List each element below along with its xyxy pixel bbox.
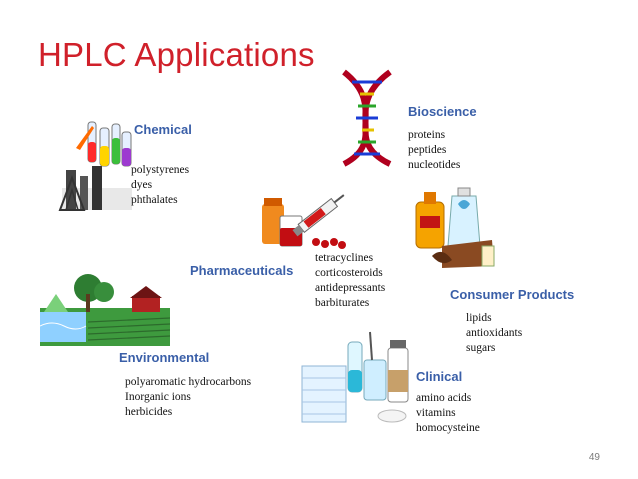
- list-item: homocysteine: [416, 422, 480, 434]
- lab-vials-icon: [301, 331, 409, 423]
- environmental-list: polyaromatic hydrocarbons Inorganic ions…: [125, 375, 251, 420]
- list-item: polyaromatic hydrocarbons: [125, 376, 252, 388]
- bioscience-label: Bioscience: [408, 104, 477, 119]
- clinical-label: Clinical: [416, 369, 463, 384]
- bioscience-list: proteins peptides nucleotides: [408, 128, 460, 173]
- list-item: phthalates: [131, 194, 178, 206]
- list-item: vitamins: [416, 407, 456, 419]
- list-item: lipids: [466, 312, 492, 324]
- dna-helix-icon: [342, 69, 392, 167]
- clinical-list: amino acids vitamins homocysteine: [416, 391, 480, 436]
- list-item: tetracyclines: [315, 252, 374, 264]
- list-item: herbicides: [125, 406, 173, 418]
- list-item: amino acids: [416, 392, 472, 404]
- consumer-bottles-icon: [415, 187, 495, 268]
- list-item: Inorganic ions: [125, 391, 191, 403]
- farm-landscape-icon: [40, 272, 170, 346]
- list-item: antidepressants: [315, 282, 386, 294]
- consumer-products-list: lipids antioxidants sugars: [466, 311, 522, 356]
- chemical-label: Chemical: [134, 122, 192, 137]
- page-number: 49: [588, 452, 600, 463]
- slide-title: HPLC Applications: [38, 36, 315, 73]
- environmental-label: Environmental: [119, 350, 210, 365]
- list-item: peptides: [408, 144, 447, 156]
- chemical-list: polystyrenes dyes phthalates: [131, 163, 189, 208]
- list-item: corticosteroids: [315, 267, 383, 279]
- list-item: proteins: [408, 129, 446, 141]
- syringe-pill-bottle-icon: [262, 194, 346, 249]
- pharmaceuticals-list: tetracyclines corticosteroids antidepres…: [315, 251, 385, 311]
- list-item: barbiturates: [315, 297, 370, 309]
- list-item: polystyrenes: [131, 164, 190, 176]
- pharmaceuticals-label: Pharmaceuticals: [190, 263, 294, 278]
- consumer-products-label: Consumer Products: [450, 287, 575, 302]
- list-item: dyes: [131, 179, 153, 191]
- list-item: antioxidants: [466, 327, 523, 339]
- list-item: nucleotides: [408, 159, 461, 171]
- chemistry-flasks-factory-icon: [58, 121, 132, 211]
- list-item: sugars: [466, 342, 496, 354]
